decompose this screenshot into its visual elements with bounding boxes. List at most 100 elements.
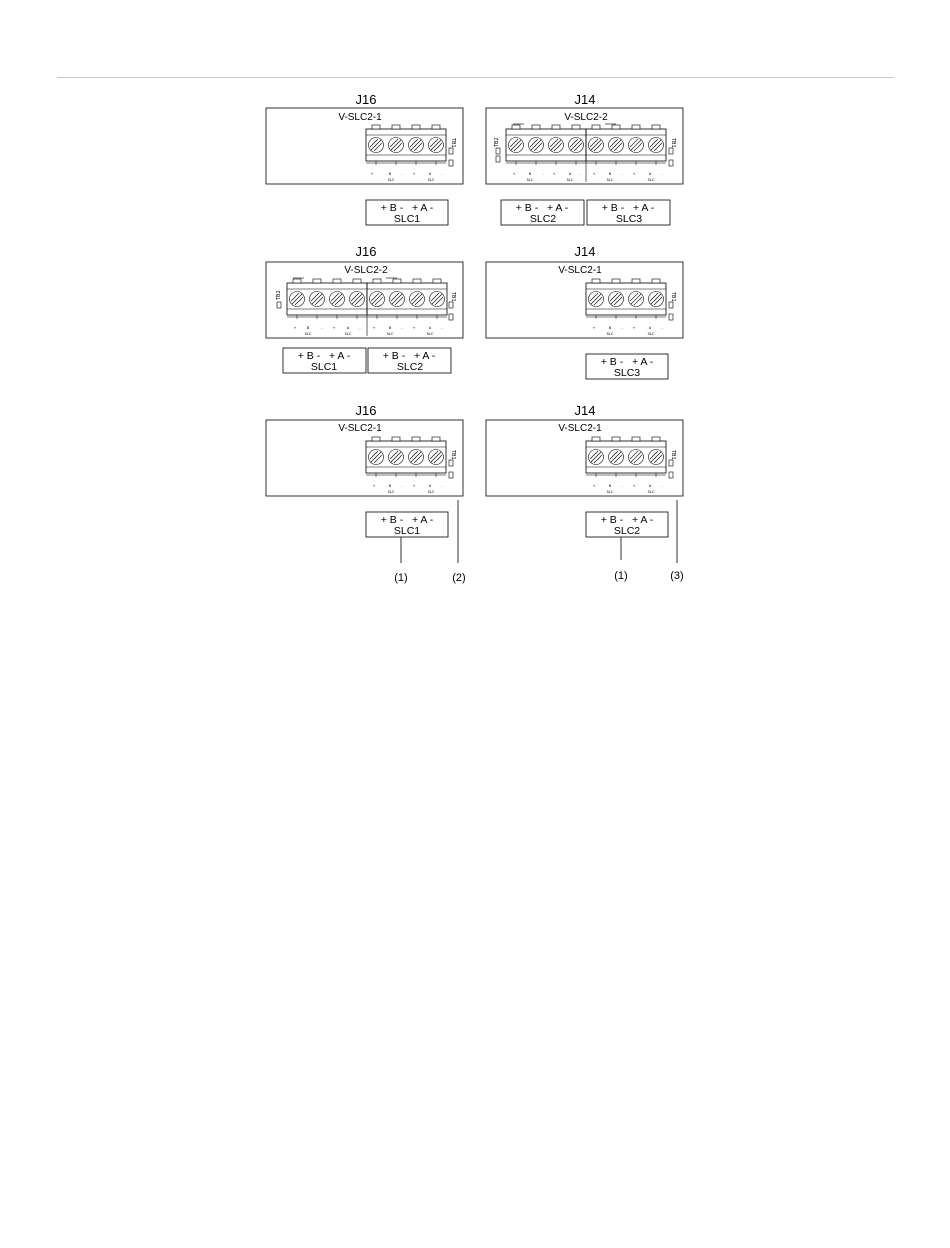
pin-a: A — [429, 484, 432, 488]
pin-minus: - — [321, 326, 323, 330]
pin-b: B — [609, 484, 612, 488]
pin-minus: - — [441, 172, 443, 176]
connector-pins: + B - + A - — [601, 356, 654, 368]
pin-minus: - — [661, 326, 663, 330]
pcb-slc-label: SLC — [305, 332, 312, 336]
row3-right-connector: + B - + A - SLC2 — [585, 511, 669, 538]
board-header: J14 — [575, 92, 596, 107]
pcb-slc-label: SLC — [387, 332, 394, 336]
pcb-slc-label: SLC — [607, 178, 614, 182]
pin-plus: + — [372, 326, 375, 330]
connector-pins: + B - + A - — [602, 202, 655, 214]
board-outline — [265, 107, 464, 185]
terminal-block — [585, 278, 667, 320]
terminal-block — [365, 436, 447, 478]
pin-minus: - — [441, 484, 443, 488]
row3-left-board: J16 V-SLC2-1 + B - + A - SLC SLC TB1 — [265, 403, 464, 497]
callout-1b: (1) — [614, 570, 627, 582]
pcb-component — [668, 471, 674, 479]
board-outline — [485, 107, 684, 185]
pin-minus: - — [661, 484, 663, 488]
terminal-block — [286, 278, 368, 320]
pcb-component — [448, 159, 454, 167]
pcb-slc-label: SLC — [345, 332, 352, 336]
pin-minus: - — [621, 326, 623, 330]
pcb-component — [668, 459, 674, 467]
row2-right-connector: + B - + A - SLC3 — [585, 353, 669, 380]
pcb-component — [668, 147, 674, 155]
pin-minus: - — [579, 172, 581, 176]
pcb-component — [668, 313, 674, 321]
terminal-block — [365, 124, 447, 166]
board-header: J16 — [356, 92, 377, 107]
connector-pins: + B - + A - — [601, 514, 654, 526]
module-label: V-SLC2-1 — [338, 112, 382, 123]
pin-b: B — [389, 484, 392, 488]
board-outline — [485, 261, 684, 339]
row1-right-connector-1: + B - + A - SLC2 — [500, 199, 585, 226]
tb-label: TB2 — [276, 290, 282, 301]
connector-name: SLC3 — [616, 213, 642, 225]
row3-left-connector: + B - + A - SLC1 — [365, 511, 449, 538]
terminal-block — [585, 124, 667, 166]
callout-2: (2) — [452, 572, 465, 584]
row1-right-board: J14 V-SLC2-2 + B - + A - + B - + A - SLC… — [485, 92, 684, 185]
tb-label: TB2 — [494, 137, 500, 148]
pcb-slc-label: SLC — [388, 490, 395, 494]
pin-plus: + — [512, 172, 515, 176]
pin-a: A — [649, 326, 652, 330]
pin-a: A — [429, 326, 432, 330]
row1-left-connector: + B - + A - SLC1 — [365, 199, 449, 226]
module-label: V-SLC2-1 — [558, 265, 602, 276]
pin-plus: + — [293, 326, 296, 330]
board-header: J16 — [356, 403, 377, 418]
connector-name: SLC1 — [394, 213, 420, 225]
connector-name: SLC2 — [614, 525, 640, 537]
pcb-component — [448, 471, 454, 479]
pin-minus: - — [621, 172, 623, 176]
pcb-component — [495, 147, 501, 155]
pin-plus: + — [412, 326, 415, 330]
tb-label: TB1 — [670, 137, 676, 148]
pin-minus: - — [542, 172, 544, 176]
pin-minus: - — [621, 484, 623, 488]
pin-plus: + — [412, 172, 415, 176]
pcb-component — [448, 313, 454, 321]
board-header: J14 — [575, 403, 596, 418]
terminal-block — [585, 436, 667, 478]
tb-label: TB1 — [450, 449, 456, 460]
row3-right-board: J14 V-SLC2-1 + B - + A - SLC SLC TB1 — [485, 403, 684, 497]
pin-minus: - — [401, 326, 403, 330]
pin-plus: + — [632, 326, 635, 330]
pin-minus: - — [359, 326, 361, 330]
pcb-slc-label: SLC — [648, 490, 655, 494]
pin-b: B — [389, 172, 392, 176]
pin-minus: - — [441, 326, 443, 330]
pin-a: A — [649, 484, 652, 488]
pcb-slc-label: SLC — [428, 490, 435, 494]
pin-b: B — [389, 326, 392, 330]
pcb-component — [668, 159, 674, 167]
connector-name: SLC2 — [397, 361, 423, 373]
pin-b: B — [307, 326, 310, 330]
pin-plus: + — [632, 484, 635, 488]
pcb-slc-label: SLC — [388, 178, 395, 182]
pin-a: A — [569, 172, 572, 176]
pcb-slc-label: SLC — [648, 178, 655, 182]
pcb-component — [495, 155, 501, 163]
pcb-slc-label: SLC — [428, 178, 435, 182]
row2-right-board: J14 V-SLC2-1 + B - + A - SLC SLC TB1 — [485, 244, 684, 339]
tb-label: TB1 — [670, 449, 676, 460]
pin-plus: + — [592, 172, 595, 176]
pcb-component — [448, 147, 454, 155]
pcb-slc-label: SLC — [607, 490, 614, 494]
pin-minus: - — [401, 484, 403, 488]
connector-pins: + B - + A - — [516, 202, 569, 214]
module-label: V-SLC2-1 — [558, 423, 602, 434]
pcb-slc-label: SLC — [527, 178, 534, 182]
tb-label: TB1 — [450, 137, 456, 148]
callout-leaders — [400, 500, 678, 563]
board-header: J14 — [575, 244, 596, 259]
pcb-component — [668, 301, 674, 309]
pin-b: B — [609, 172, 612, 176]
